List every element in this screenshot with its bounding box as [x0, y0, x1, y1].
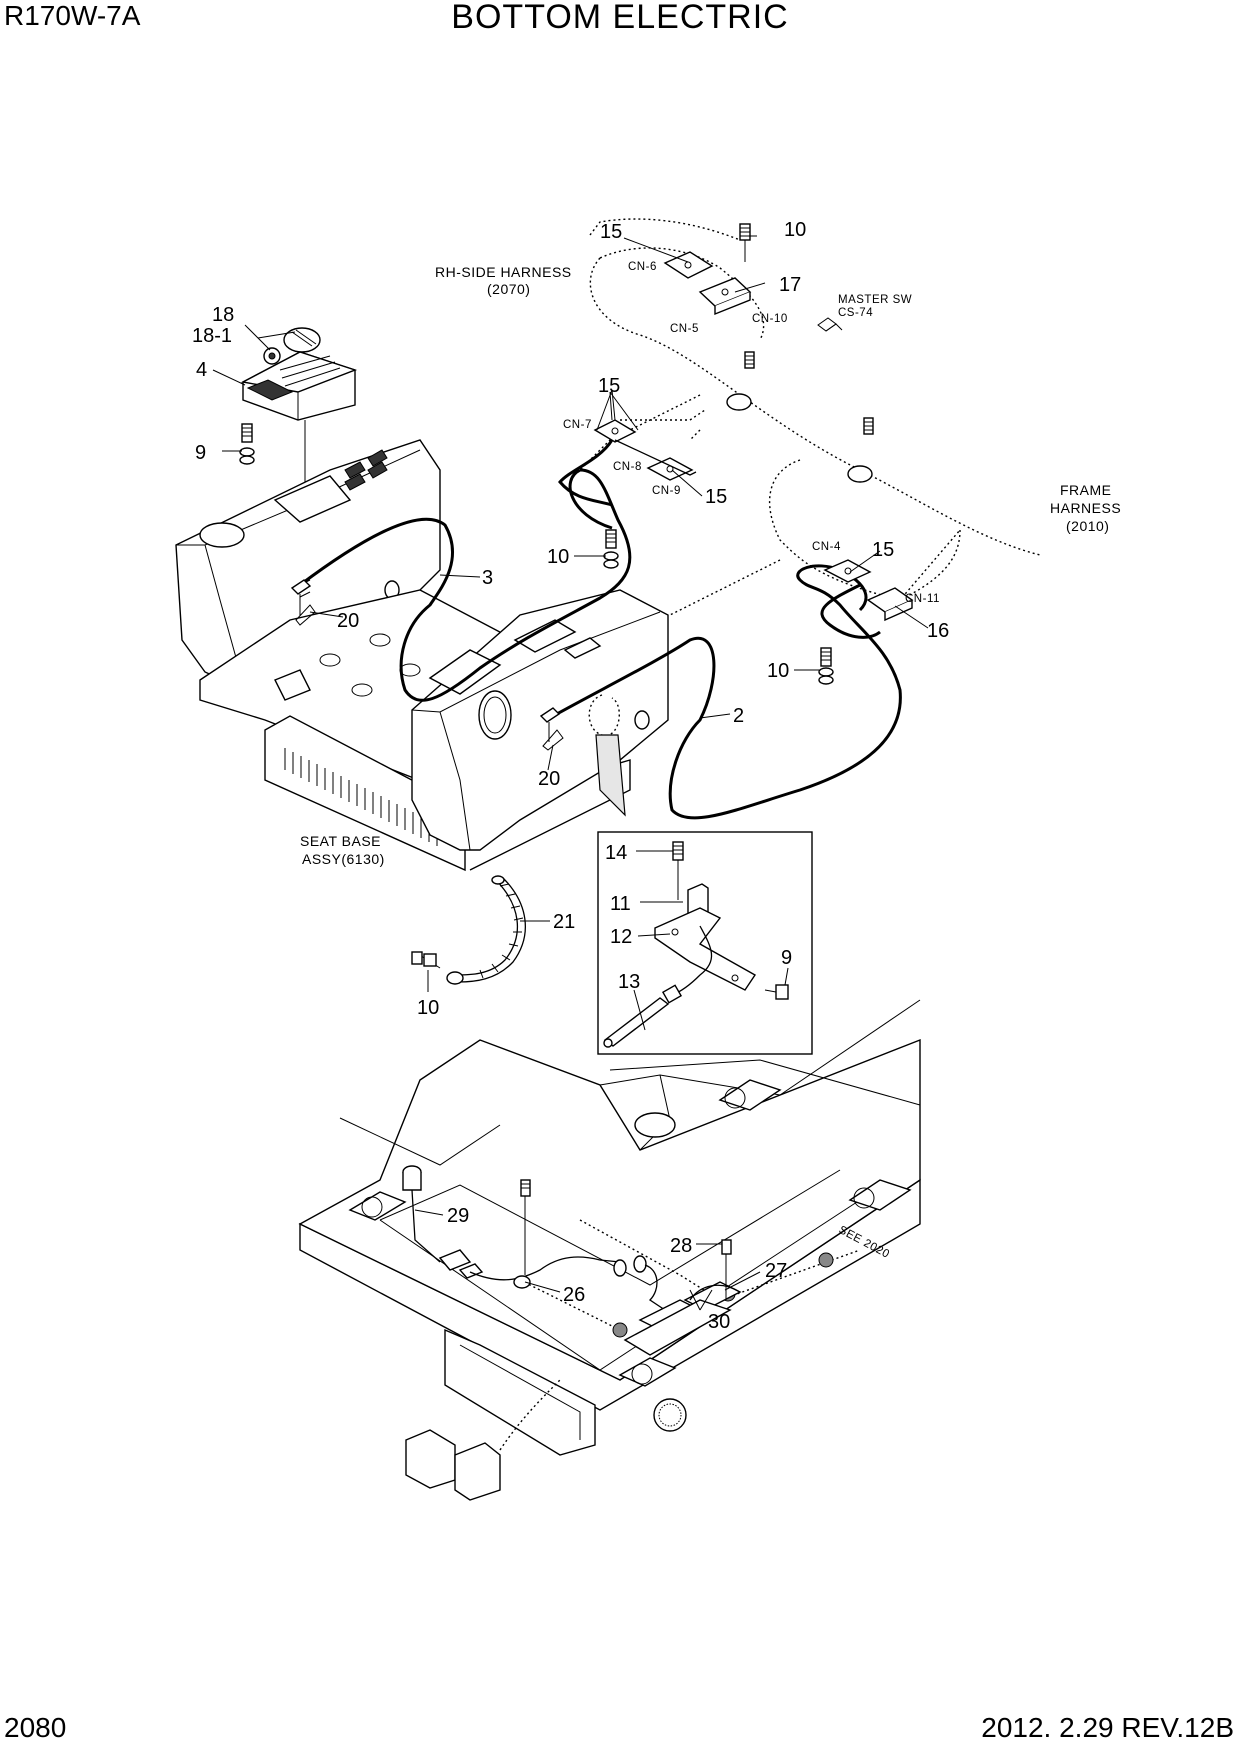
frame-harness-label-1: FRAME [1060, 482, 1112, 498]
callout-27: 27 [765, 1260, 787, 1282]
master-switch-code: CS-74 [838, 307, 873, 319]
callout-18-1: 18-1 [192, 325, 232, 347]
harness-wires [299, 439, 902, 820]
floor-harness [402, 1165, 742, 1356]
left-console [175, 439, 441, 691]
callout-3: 3 [482, 567, 493, 589]
bolt-10-center [603, 529, 619, 569]
callout-9-left: 9 [195, 442, 206, 464]
callout-15-top: 15 [600, 221, 622, 243]
callout-10-right: 10 [767, 660, 789, 682]
connector-cn4: CN-4 [812, 541, 841, 553]
rh-side-harness-code: (2070) [487, 281, 530, 297]
connector-cn10: CN-10 [752, 313, 788, 325]
connector-cn7: CN-7 [563, 419, 592, 431]
connector-cn6: CN-6 [628, 261, 657, 273]
cable-clips [290, 579, 564, 751]
callout-13: 13 [618, 971, 640, 993]
callout-29: 29 [447, 1205, 469, 1227]
callout-15-cn7: 15 [598, 375, 620, 397]
callout-11: 11 [610, 893, 631, 915]
connector-cn5: CN-5 [670, 323, 699, 335]
frame-harness-code: (2010) [1066, 518, 1109, 534]
master-switch-connector [817, 317, 843, 332]
seat-base-label: SEAT BASE [300, 833, 381, 849]
callout-20-left: 20 [337, 610, 359, 632]
callout-26: 26 [563, 1284, 585, 1306]
callout-15-cn4: 15 [872, 539, 894, 561]
rh-side-harness-label: RH-SIDE HARNESS [435, 264, 572, 280]
connector-cn11: CN-11 [905, 593, 940, 605]
page-number: 2080 [4, 1712, 67, 1743]
callout-4: 4 [196, 359, 207, 381]
callout-17: 17 [779, 274, 801, 296]
model-number: R170W-7A [4, 0, 141, 31]
callout-2: 2 [733, 705, 744, 727]
callout-leaders [212, 235, 929, 1311]
connector-cn8: CN-8 [613, 461, 642, 473]
cn4-cn11-bracket-group [818, 559, 914, 685]
callout-16: 16 [927, 620, 949, 642]
callout-10-top: 10 [784, 219, 806, 241]
callout-21: 21 [553, 911, 575, 933]
callout-12: 12 [610, 926, 632, 948]
inset-detail-box [597, 831, 813, 1055]
callout-14: 14 [605, 842, 627, 864]
control-box [239, 327, 358, 502]
connector-cn9: CN-9 [652, 485, 681, 497]
master-switch-label: MASTER SW [838, 294, 912, 306]
callout-10-center: 10 [547, 546, 569, 568]
callout-28: 28 [670, 1235, 692, 1257]
cn6-cn10-bracket-group [663, 223, 752, 316]
callout-15-cn9: 15 [705, 486, 727, 508]
floor-plate [298, 999, 921, 1501]
frame-harness-label-2: HARNESS [1050, 500, 1121, 516]
revision-date: 2012. 2.29 REV.12B [981, 1712, 1234, 1743]
callout-10-bottom: 10 [417, 997, 439, 1019]
callout-18: 18 [212, 304, 234, 326]
callout-30: 30 [708, 1311, 730, 1333]
callout-9-inset: 9 [781, 947, 792, 969]
harness-clamps [726, 351, 874, 483]
seat-base-code: ASSY(6130) [302, 851, 385, 867]
cn7-cn9-bracket-group [593, 389, 706, 481]
page-title: BOTTOM ELECTRIC [451, 0, 789, 36]
callout-20-right: 20 [538, 768, 560, 790]
ground-strap [411, 875, 526, 985]
